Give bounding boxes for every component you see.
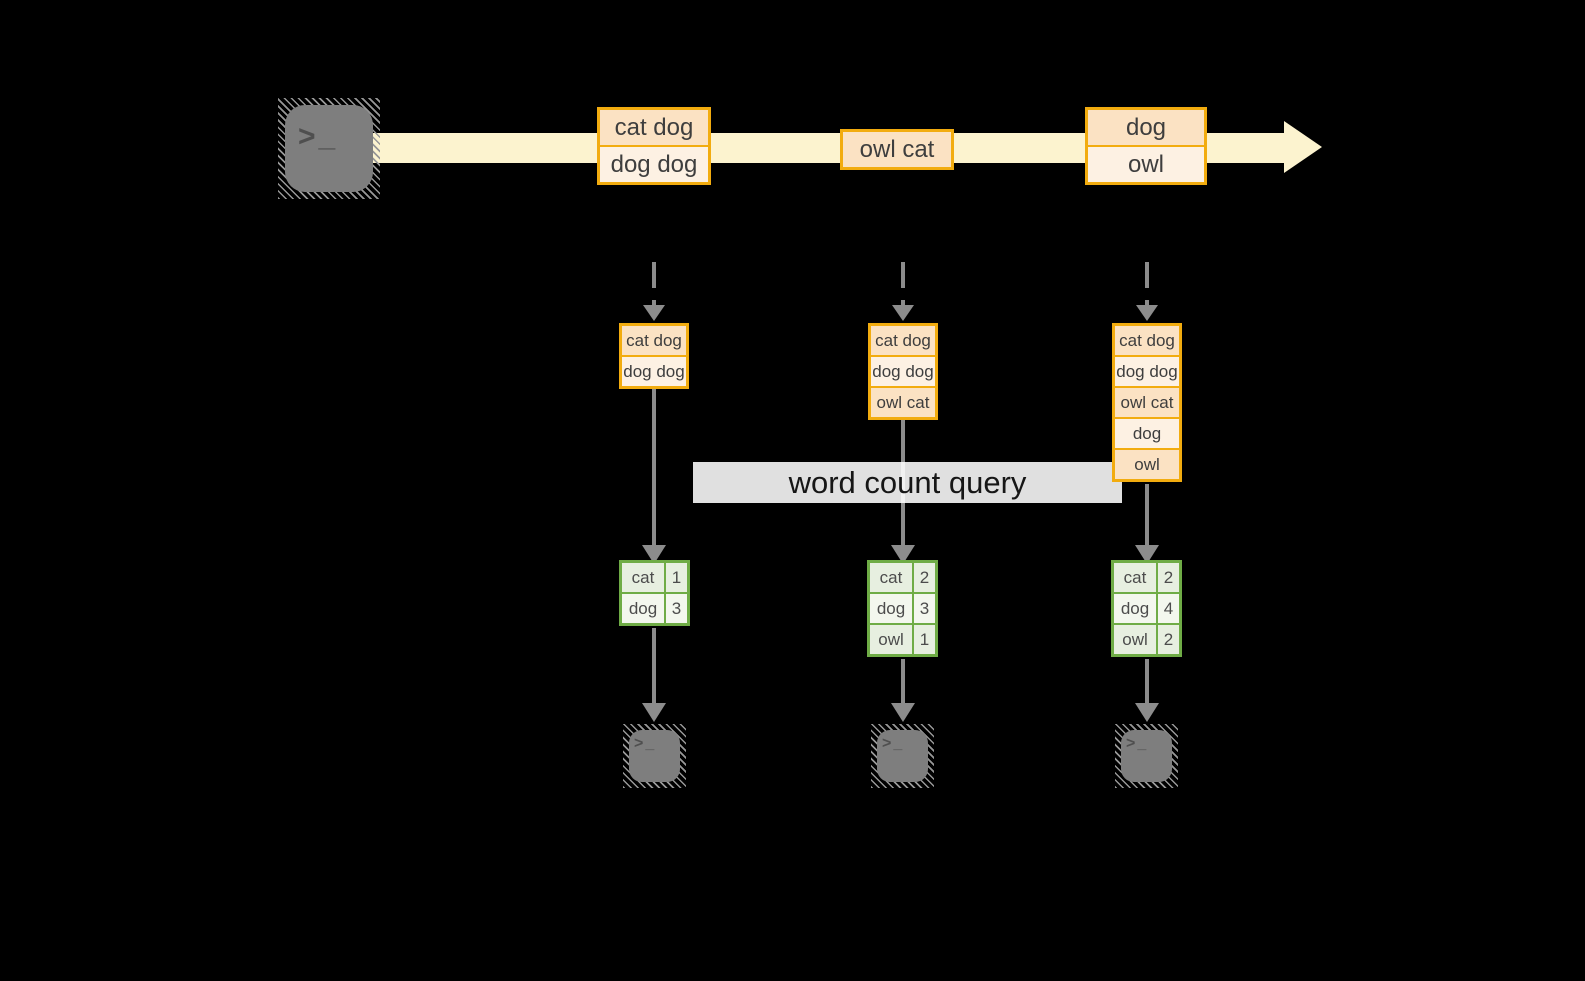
stream-batch-3: dog owl	[1085, 107, 1207, 185]
terminal-screen	[629, 730, 680, 782]
arrow-head-icon	[1135, 703, 1159, 722]
state-row: cat dog	[871, 326, 935, 355]
count-word: cat	[622, 563, 664, 592]
count-word: owl	[1114, 625, 1156, 654]
state-row: cat dog	[1115, 326, 1179, 355]
terminal-screen	[285, 105, 373, 192]
dashed-arrow-line	[652, 262, 656, 308]
state-stack-2: cat dog dog dog owl cat	[868, 323, 938, 420]
terminal-icon: >_	[871, 724, 934, 788]
count-value: 1	[666, 563, 687, 592]
state-row: cat dog	[622, 326, 686, 355]
count-word: dog	[1114, 594, 1156, 623]
terminal-prompt: >_	[634, 735, 657, 752]
query-label: word count query	[788, 464, 1027, 500]
count-word: dog	[622, 594, 664, 623]
arrow-line	[1145, 659, 1149, 704]
batch-row: dog	[1088, 110, 1204, 145]
count-word: dog	[870, 594, 912, 623]
arrow-head-icon	[643, 305, 665, 321]
arrow-head-icon	[642, 703, 666, 722]
count-table-2: cat 2 dog 3 owl 1	[867, 560, 938, 657]
arrow-head-icon	[1135, 545, 1159, 564]
terminal-icon: >_	[278, 98, 380, 199]
count-value: 2	[1158, 625, 1179, 654]
batch-row: dog dog	[600, 147, 708, 182]
state-row: owl cat	[871, 388, 935, 417]
arrow-line	[901, 659, 905, 704]
count-table-1: cat 1 dog 3	[619, 560, 690, 626]
dashed-arrow-line	[901, 262, 905, 308]
state-row: dog dog	[871, 357, 935, 386]
arrow-head-icon	[1136, 305, 1158, 321]
arrow-line	[1145, 484, 1149, 547]
state-row: dog dog	[1115, 357, 1179, 386]
terminal-prompt: >_	[882, 735, 905, 752]
count-value: 1	[914, 625, 935, 654]
stream-arrowhead-icon	[1284, 121, 1322, 173]
state-row: dog	[1115, 419, 1179, 448]
arrow-head-icon	[892, 305, 914, 321]
query-label-band: word count query	[693, 462, 1122, 503]
state-row: owl	[1115, 450, 1179, 479]
count-word: cat	[870, 563, 912, 592]
terminal-icon: >_	[623, 724, 686, 788]
arrow-head-icon	[642, 545, 666, 564]
count-value: 4	[1158, 594, 1179, 623]
batch-row: owl cat	[843, 132, 951, 167]
arrow-head-icon	[891, 703, 915, 722]
state-row: dog dog	[622, 357, 686, 386]
state-row: owl cat	[1115, 388, 1179, 417]
count-value: 3	[666, 594, 687, 623]
count-word: cat	[1114, 563, 1156, 592]
dashed-arrow-line	[1145, 262, 1149, 308]
terminal-prompt: >_	[1126, 735, 1149, 752]
count-value: 3	[914, 594, 935, 623]
count-value: 2	[1158, 563, 1179, 592]
state-stack-3: cat dog dog dog owl cat dog owl	[1112, 323, 1182, 482]
count-value: 2	[914, 563, 935, 592]
terminal-icon: >_	[1115, 724, 1178, 788]
batch-row: owl	[1088, 147, 1204, 182]
terminal-screen	[1121, 730, 1172, 782]
terminal-screen	[877, 730, 928, 782]
arrow-line	[652, 389, 656, 547]
stream-batch-1: cat dog dog dog	[597, 107, 711, 185]
count-word: owl	[870, 625, 912, 654]
state-stack-1: cat dog dog dog	[619, 323, 689, 389]
arrow-line	[652, 628, 656, 704]
batch-row: cat dog	[600, 110, 708, 145]
count-table-3: cat 2 dog 4 owl 2	[1111, 560, 1182, 657]
terminal-prompt: >_	[298, 120, 339, 153]
arrow-head-icon	[891, 545, 915, 564]
stream-batch-2: owl cat	[840, 129, 954, 170]
